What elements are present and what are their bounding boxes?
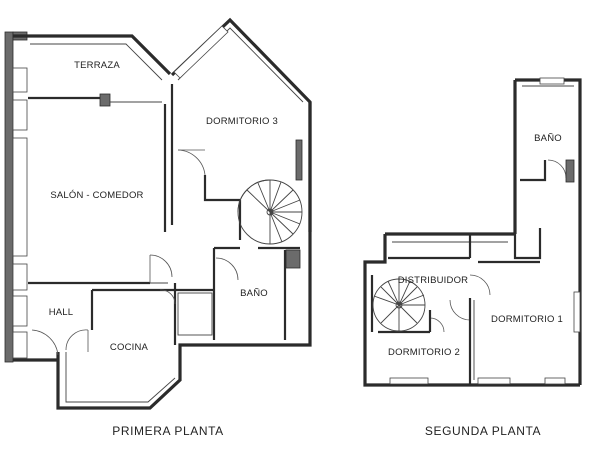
room-label-cocina: COCINA bbox=[110, 342, 149, 353]
first-floor-title: PRIMERA PLANTA bbox=[112, 424, 224, 438]
room-label-bano-second: BAÑO bbox=[534, 133, 562, 144]
room-label-bano-first: BAÑO bbox=[240, 288, 268, 299]
second-floor-title: SEGUNDA PLANTA bbox=[425, 424, 541, 438]
first-floor-outer-walls bbox=[4, 17, 312, 410]
room-label-salon-comedor: SALÓN - COMEDOR bbox=[50, 190, 143, 201]
second-floor-spiral-stair bbox=[372, 278, 426, 332]
first-floor-plan: TERRAZA DORMITORIO 3 SALÓN - COMEDOR BAÑ… bbox=[4, 17, 312, 438]
first-floor-spiral-stair bbox=[237, 179, 303, 245]
second-floor-outer-walls bbox=[363, 77, 582, 387]
room-label-dormitorio-2: DORMITORIO 2 bbox=[388, 347, 460, 358]
second-floor-interior-walls bbox=[370, 159, 575, 385]
room-label-dormitorio-3: DORMITORIO 3 bbox=[206, 116, 278, 127]
room-label-hall: HALL bbox=[49, 307, 74, 318]
room-label-distribuidor: DISTRIBUIDOR bbox=[398, 275, 469, 286]
room-label-terraza: TERRAZA bbox=[74, 60, 120, 71]
second-floor-plan: BAÑO DISTRIBUIDOR DORMITORIO 1 DORMITORI… bbox=[363, 77, 582, 438]
room-label-dormitorio-1: DORMITORIO 1 bbox=[491, 314, 563, 325]
first-floor-interior-walls bbox=[28, 84, 303, 356]
